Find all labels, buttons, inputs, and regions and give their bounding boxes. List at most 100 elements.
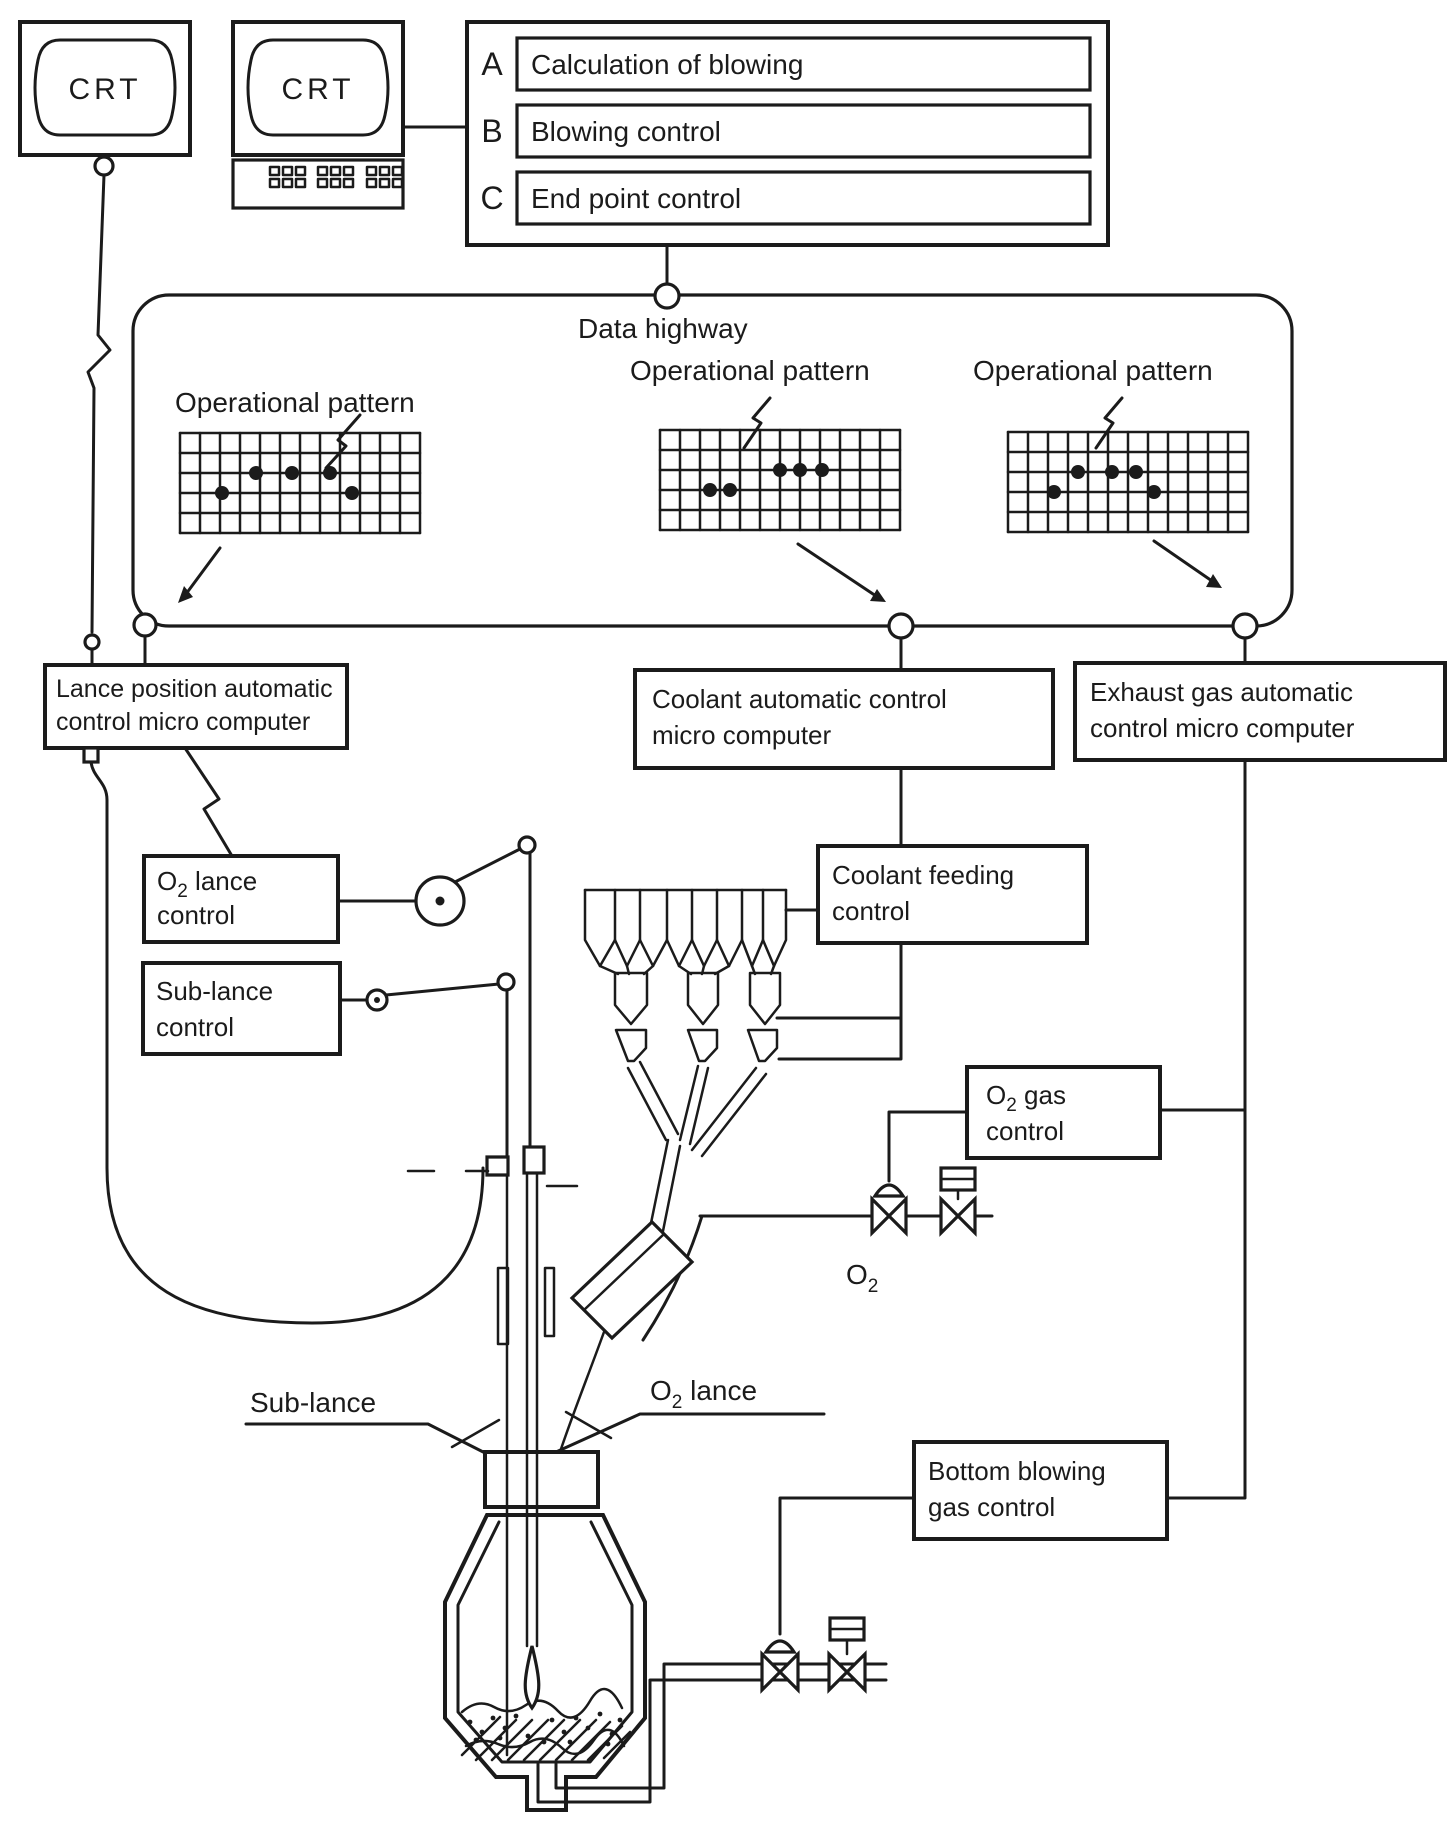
pattern-data-points (703, 463, 829, 497)
operational-pattern-label-3: Operational pattern (973, 355, 1213, 386)
valve-actuator-dome-icon (872, 1183, 906, 1198)
weigh-hoppers (613, 971, 782, 1026)
hood-tick-marks (406, 1169, 579, 1188)
hood-cone-lines (450, 1410, 613, 1449)
program-row-b-label: Blowing control (531, 116, 721, 147)
o2-lance-control-line2: control (157, 900, 235, 930)
operational-pattern-label-1: Operational pattern (175, 387, 415, 418)
program-row-a-box (515, 36, 1092, 92)
program-row-a-key: A (481, 46, 503, 82)
crt-right-label: CRT (281, 73, 354, 106)
node-connector (1231, 612, 1259, 640)
lance-position-line2: control micro computer (56, 708, 310, 736)
operational-pattern-grid-3 (1006, 430, 1250, 534)
o2-lance-leader-line (554, 1412, 826, 1454)
chute-to-mouth-line (558, 1330, 606, 1454)
o2-hose-line (641, 1214, 704, 1342)
exhaust-control-riser-line (1165, 758, 1247, 1500)
o2-lance-label: O2 lance (650, 1375, 757, 1413)
bottom-blowing-line1: Bottom blowing (928, 1456, 1106, 1486)
o2-lance-control-line1: O2 lance (157, 866, 257, 902)
coolant-feeding-line1: Coolant feeding (832, 860, 1014, 890)
lightning-callout-icon-3 (1094, 396, 1124, 450)
crt-monitor-right-icon: CRT (231, 20, 405, 210)
terminal-square-connector (82, 746, 100, 764)
o2-lance-collar-icon (522, 1145, 546, 1175)
vessel-inner-wall (456, 1520, 634, 1764)
coolant-feeding-line2: control (832, 896, 910, 926)
program-row-a-label: Calculation of blowing (531, 49, 803, 80)
converter-furnace (406, 1169, 916, 1812)
coolant-hopper-bank (583, 888, 788, 976)
sub-lance-control-box: Sub-lance control (141, 961, 342, 1056)
sub-lance-label: Sub-lance (250, 1387, 376, 1418)
o2-lance-tube (525, 1171, 539, 1648)
lance-carriage-icon (485, 1155, 510, 1177)
o2-label: O2 (846, 1259, 878, 1297)
o2-supply-piping (641, 1110, 994, 1342)
o2-gas-control-box: O2 gas control (965, 1065, 1162, 1160)
data-highway-label: Data highway (578, 313, 748, 344)
pattern-data-points (1047, 465, 1161, 499)
sub-lance-control-line2: control (156, 1012, 234, 1042)
control-valve-icon (870, 1195, 908, 1237)
data-flow-arrow-3 (1152, 539, 1222, 588)
pulley-icon (496, 972, 516, 992)
program-row-c-box (515, 170, 1092, 226)
program-row-c-label: End point control (531, 183, 741, 214)
sub-lance-leader-line (244, 1422, 499, 1461)
bottom-blowing-piping (536, 1496, 916, 1804)
coolant-feeding-control-box: Coolant feeding control (816, 844, 1089, 945)
node-connector (887, 612, 915, 640)
exhaust-computer-line2: control micro computer (1090, 713, 1355, 743)
exhaust-computer-box: Exhaust gas automatic control micro comp… (1073, 661, 1447, 762)
lightning-callout-icon-2 (742, 396, 772, 450)
feeding-control-lines (775, 941, 903, 1061)
crt-left-label: CRT (68, 73, 141, 106)
program-row-b-key: B (481, 113, 502, 149)
coolant-computer-line1: Coolant automatic control (652, 684, 947, 714)
coolant-computer-box: Coolant automatic control micro computer (633, 668, 1055, 770)
node-connector (83, 633, 101, 651)
control-valve-icon (760, 1650, 800, 1694)
lance-assembly (464, 1145, 556, 1757)
coolant-chutes (626, 1060, 768, 1238)
shutoff-valve-icon (939, 1195, 977, 1237)
program-panel: A B C Calculation of blowing Blowing con… (465, 20, 1110, 247)
vessel-outer-shell (443, 1513, 647, 1812)
o2-lance-control-box: O2 lance control (142, 854, 340, 944)
o2-gas-line1: O2 gas (986, 1080, 1066, 1116)
lance-guide-icon (543, 1266, 556, 1338)
feeder-hoppers (614, 1028, 779, 1063)
data-flow-arrow-2 (796, 542, 886, 602)
o2-lance-hoist (336, 835, 537, 1149)
node-connector (93, 155, 115, 177)
data-flow-arrow-1 (178, 546, 222, 603)
pulley-icon (517, 835, 537, 855)
sub-lance-hoist (338, 972, 516, 1159)
data-highway: Data highway Operational pattern Operati… (131, 243, 1294, 640)
sub-lance-control-line1: Sub-lance (156, 976, 273, 1006)
lance-position-cable-line (89, 760, 485, 1325)
charge-chute-band (569, 1219, 695, 1341)
lance-position-line1: Lance position automatic (56, 675, 333, 703)
lance-tip-icon (523, 1645, 541, 1711)
keyboard-keys-icon (268, 165, 404, 189)
lightning-callout-icon-1 (324, 413, 362, 470)
exhaust-computer-line1: Exhaust gas automatic (1090, 677, 1353, 707)
lance-position-computer-box: Lance position automatic control micro c… (43, 663, 349, 750)
valve-actuator-dome-icon (763, 1639, 797, 1654)
node-connector (653, 282, 681, 310)
program-row-b-box (515, 103, 1092, 159)
shutoff-valve-icon (827, 1650, 867, 1694)
coolant-computer-line2: micro computer (652, 720, 831, 750)
node-connector (132, 612, 158, 638)
bottom-blowing-control-box: Bottom blowing gas control (912, 1440, 1169, 1541)
o2-gas-line2: control (986, 1116, 1064, 1146)
bottom-blowing-line2: gas control (928, 1492, 1055, 1522)
program-row-c-key: C (480, 180, 503, 216)
crt-monitor-left-icon: CRT (18, 20, 192, 157)
operational-pattern-grid-2 (658, 428, 902, 532)
